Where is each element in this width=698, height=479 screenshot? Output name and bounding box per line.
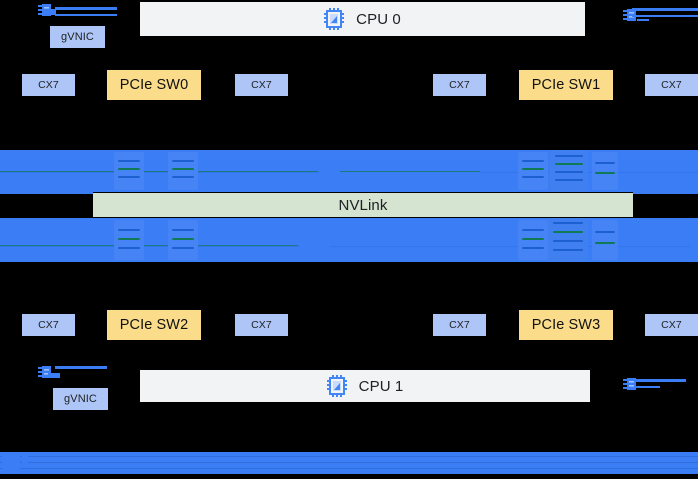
- gpu-card-icon: [114, 152, 144, 190]
- gpu-card-icon: [592, 220, 618, 260]
- pcie-sw3-label: PCIe SW3: [531, 317, 601, 333]
- cx7-top-3-label: CX7: [661, 79, 682, 91]
- gpu-card-icon: [518, 220, 548, 260]
- cx7-top-0-label: CX7: [38, 79, 59, 91]
- cpu-chip-icon: [324, 8, 346, 30]
- cpu-1-label: CPU 1: [358, 377, 404, 395]
- gvnic-bottom-left-label: gVNIC: [64, 393, 97, 405]
- link-nic-bottom-left-a: [55, 366, 107, 369]
- link-nic-bottom-left-stub: [48, 373, 60, 378]
- network-card-icon: [623, 9, 641, 23]
- pcie-sw1[interactable]: PCIe SW1: [519, 70, 613, 100]
- cx7-bottom-2-label: CX7: [449, 319, 470, 331]
- nvlink-band-right: [633, 190, 698, 194]
- network-card-icon: [38, 366, 56, 380]
- cx7-top-3[interactable]: CX7: [645, 74, 698, 96]
- nic-icon-bottom-right: [623, 378, 641, 397]
- link-nic-top-right-b: [632, 15, 698, 17]
- cx7-top-1[interactable]: CX7: [235, 74, 288, 96]
- network-card-icon: [623, 378, 641, 392]
- pcie-sw2-label: PCIe SW2: [119, 317, 189, 333]
- gpu-card-icon: [168, 152, 198, 190]
- pcie-sw2[interactable]: PCIe SW2: [107, 310, 201, 340]
- link-nic-top-left-b: [55, 14, 117, 16]
- gpu-card-icon: [168, 220, 198, 260]
- cx7-bottom-2[interactable]: CX7: [433, 314, 486, 336]
- pcie-sw1-label: PCIe SW1: [531, 77, 601, 93]
- gpu-card-icon: [550, 150, 588, 192]
- nic-icon-bottom-left: [38, 366, 56, 385]
- pcie-sw0-label: PCIe SW0: [119, 77, 189, 93]
- cx7-top-1-label: CX7: [251, 79, 272, 91]
- cx7-top-0[interactable]: CX7: [22, 74, 75, 96]
- nvlink-band-left: [0, 190, 93, 194]
- network-rail: [0, 452, 698, 474]
- gpu-card-icon: [592, 152, 618, 190]
- link-nic-bottom-right-b: [636, 386, 660, 388]
- gvnic-bottom-left[interactable]: gVNIC: [53, 388, 108, 410]
- gvnic-top-left[interactable]: gVNIC: [50, 26, 105, 48]
- link-nic-top-left-stub: [44, 9, 56, 15]
- cx7-bottom-1-label: CX7: [251, 319, 272, 331]
- gpu-card-icon: [518, 152, 548, 190]
- gpu-card-icon: [114, 220, 144, 260]
- cx7-bottom-0-label: CX7: [38, 319, 59, 331]
- cpu-0-box[interactable]: CPU 0: [140, 2, 585, 36]
- cx7-bottom-0[interactable]: CX7: [22, 314, 75, 336]
- cpu-chip-icon: [326, 375, 349, 397]
- cx7-bottom-3-label: CX7: [661, 319, 682, 331]
- link-nic-top-right-stub: [637, 19, 649, 21]
- cx7-top-2-label: CX7: [449, 79, 470, 91]
- gpu-card-icon: [548, 218, 588, 262]
- link-nic-bottom-right-a: [636, 379, 686, 382]
- nvlink-bar[interactable]: NVLink: [93, 193, 633, 217]
- network-stack-icon: [2, 450, 30, 479]
- nvlink-label: NVLink: [338, 196, 388, 214]
- cpu-0-label: CPU 0: [356, 10, 401, 28]
- nic-icon-top-right: [623, 9, 641, 28]
- cx7-bottom-1[interactable]: CX7: [235, 314, 288, 336]
- gvnic-top-left-label: gVNIC: [61, 31, 94, 43]
- cpu-1-box[interactable]: CPU 1: [140, 370, 590, 402]
- pcie-sw0[interactable]: PCIe SW0: [107, 70, 201, 100]
- cx7-bottom-3[interactable]: CX7: [645, 314, 698, 336]
- link-nic-top-right-a: [632, 8, 698, 11]
- link-nic-top-left-a: [55, 7, 117, 10]
- pcie-sw3[interactable]: PCIe SW3: [519, 310, 613, 340]
- cx7-top-2[interactable]: CX7: [433, 74, 486, 96]
